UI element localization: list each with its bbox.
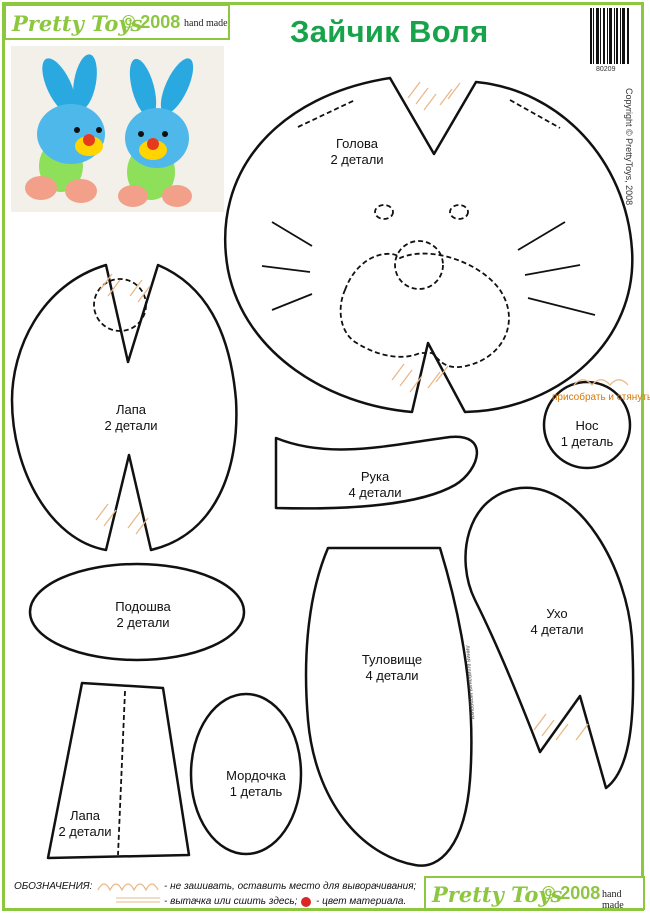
- legend-no-sew: - не зашивать, оставить место для вывора…: [164, 881, 417, 892]
- brand-logo-top: Pretty Toys © 2008 hand made: [4, 4, 230, 40]
- page-border: [2, 2, 644, 911]
- brand-name: Pretty Toys: [12, 11, 143, 36]
- ear-name: Ухо: [546, 606, 568, 621]
- toy-photo: [11, 46, 224, 212]
- brand-tagline-bottom: hand made: [602, 889, 624, 911]
- sole-label: Подошва 2 детали: [108, 599, 178, 631]
- arm-piece: [274, 435, 479, 510]
- sole-count: 2 детали: [116, 615, 170, 630]
- body-piece: [304, 546, 473, 867]
- barcode-icon: [588, 6, 632, 66]
- brand-logo-bottom: Pretty Toys © 2008 hand made: [424, 876, 645, 911]
- head-piece: [223, 76, 634, 414]
- muzzle-name: Мордочка: [226, 768, 286, 783]
- body-label: Туловище 4 детали: [352, 652, 432, 684]
- brand-year: © 2008: [122, 12, 181, 32]
- ear-count: 4 детали: [530, 622, 584, 637]
- product-code: 80209: [596, 66, 616, 73]
- paw-bottom-name: Лапа: [69, 808, 101, 823]
- paw-bottom-piece: [46, 681, 191, 860]
- dart-mark-icon: [116, 897, 160, 903]
- paw-top-label: Лапа 2 детали: [96, 402, 166, 434]
- paw-top-piece: [10, 263, 238, 552]
- paw-top-name: Лапа: [115, 402, 147, 417]
- no-sew-mark-icon: [97, 883, 159, 892]
- nose-gather-note: присобрать и стянуть: [552, 392, 650, 403]
- ear-label: Ухо 4 детали: [522, 606, 592, 638]
- nose-name: Нос: [575, 418, 599, 433]
- nose-piece: [542, 380, 632, 470]
- arm-label: Рука 4 детали: [340, 469, 410, 501]
- paw-top-count: 2 детали: [104, 418, 158, 433]
- arm-count: 4 детали: [348, 485, 402, 500]
- body-name: Туловище: [361, 652, 423, 667]
- muzzle-label: Мордочка 1 деталь: [216, 768, 296, 800]
- sole-piece: [28, 562, 246, 662]
- ear-piece: [464, 486, 635, 790]
- body-count: 4 детали: [365, 668, 419, 683]
- arm-name: Рука: [360, 469, 390, 484]
- paw-bottom-label: Лапа 2 детали: [50, 808, 120, 840]
- legend-color: - цвет материала.: [316, 896, 407, 907]
- nose-label: Нос 1 деталь: [552, 418, 622, 450]
- nose-count: 1 деталь: [560, 434, 614, 449]
- brand-name-bottom: Pretty Toys: [432, 882, 563, 907]
- sole-name: Подошва: [115, 599, 171, 614]
- muzzle-count: 1 деталь: [229, 784, 283, 799]
- brand-year-bottom: © 2008: [542, 883, 601, 903]
- brand-tagline: hand made: [184, 18, 228, 29]
- legend-heading: ОБОЗНАЧЕНИЯ:: [14, 881, 93, 892]
- pattern-title: Зайчик Воля: [290, 14, 489, 49]
- head-name: Голова: [335, 136, 379, 151]
- color-dot-icon: [301, 897, 311, 907]
- head-label: Голова 2 детали: [322, 136, 392, 168]
- paw-bottom-count: 2 детали: [58, 824, 112, 839]
- head-count: 2 детали: [330, 152, 384, 167]
- muzzle-piece: [189, 692, 303, 856]
- legend-dart: - вытачка или сшить здесь;: [164, 896, 298, 907]
